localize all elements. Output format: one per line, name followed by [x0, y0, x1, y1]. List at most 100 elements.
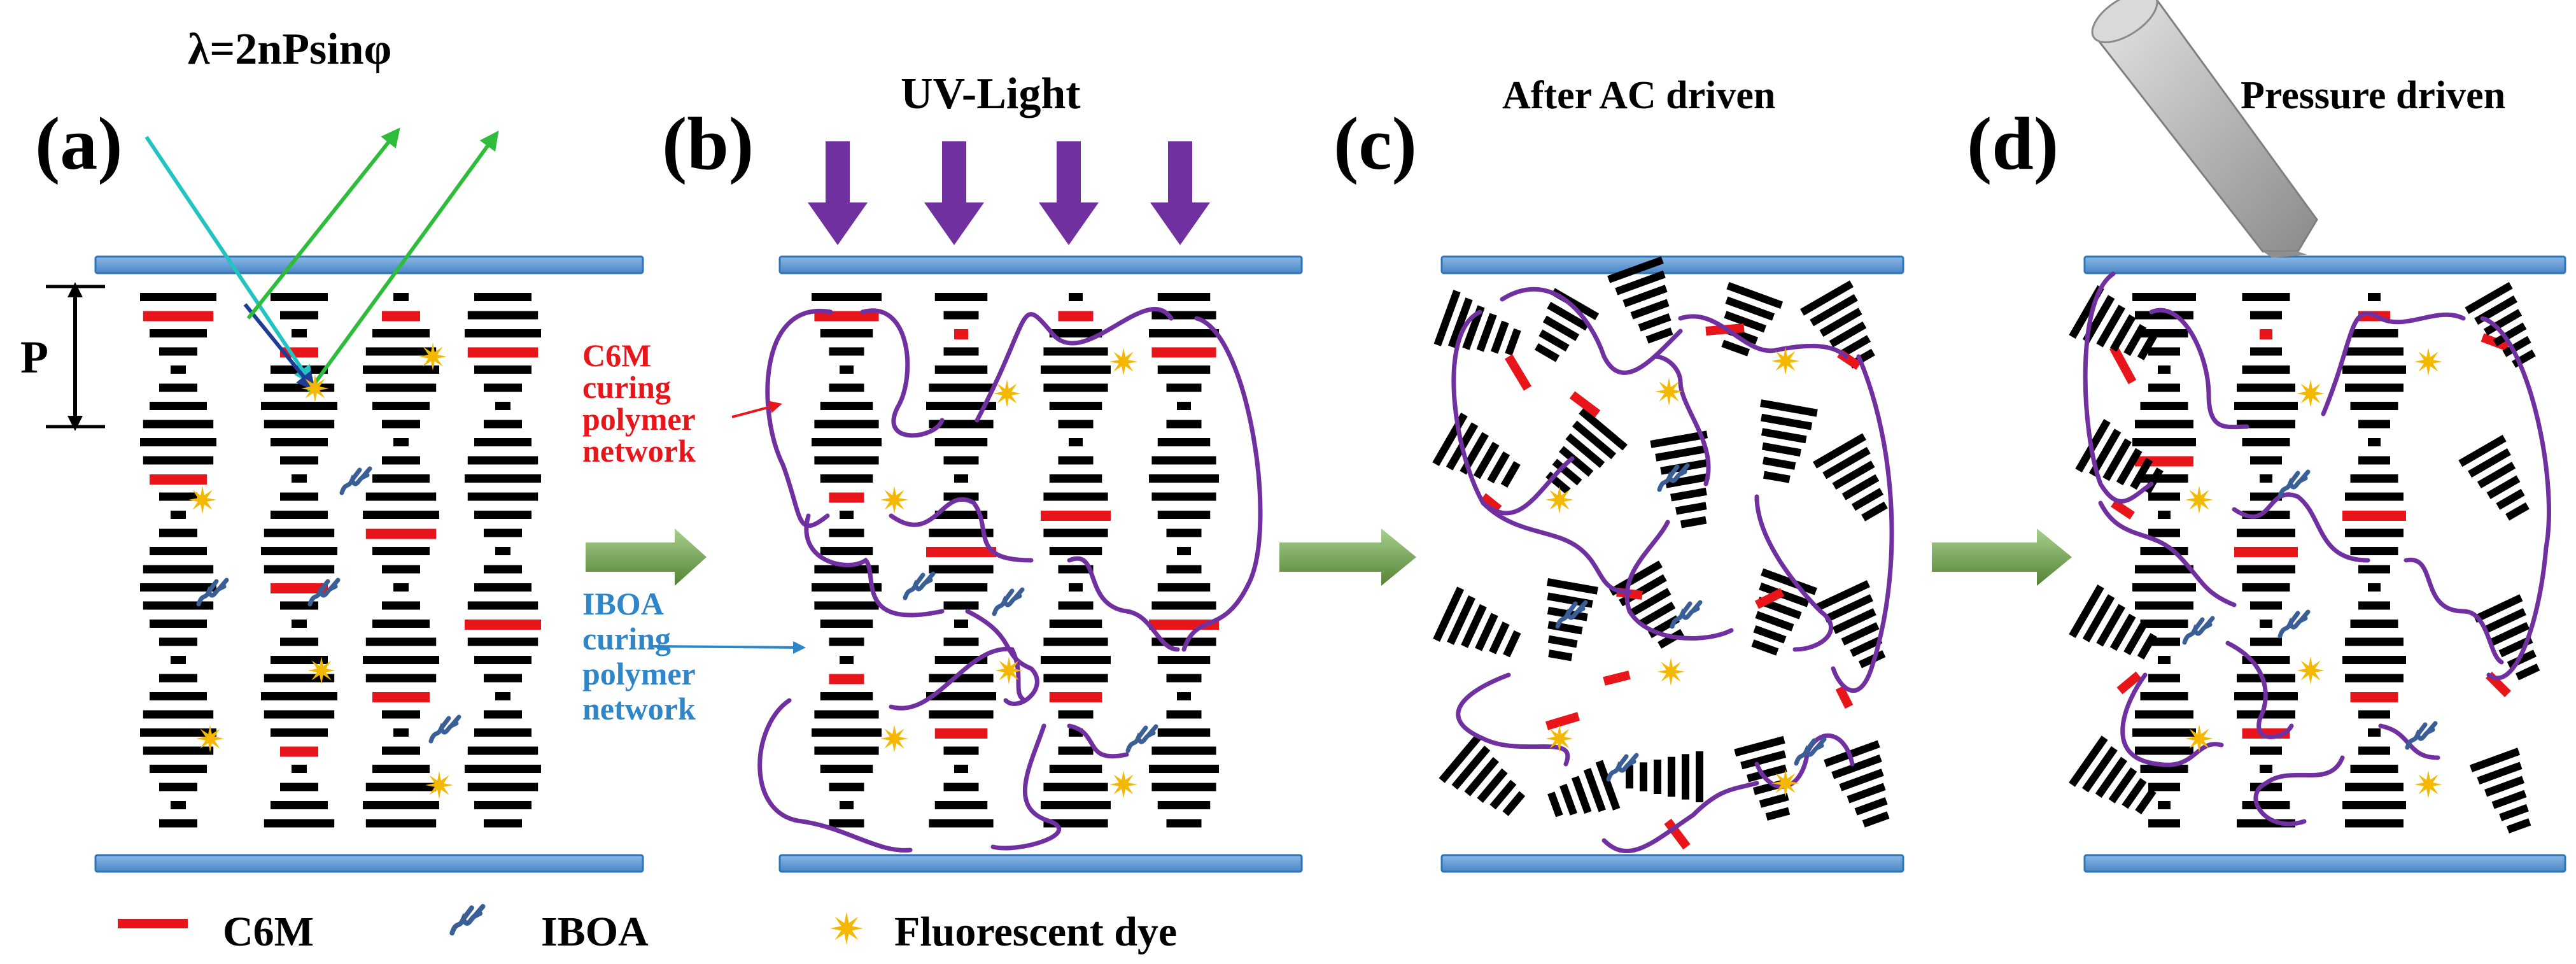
reflected-ray-1	[246, 127, 400, 320]
mesogen-layer	[1762, 442, 1801, 457]
mesogen-layer	[934, 293, 988, 301]
mesogen-layer	[474, 583, 531, 592]
mesogen-layer	[820, 620, 873, 628]
mesogen-layer	[382, 710, 420, 719]
mesogen-layer	[2498, 635, 2533, 658]
lc-domain	[2469, 748, 2531, 833]
mesogen-layer	[1579, 408, 1628, 451]
mesogen-layer	[2148, 674, 2180, 683]
mesogen-layer	[934, 511, 988, 519]
mesogen-layer	[393, 293, 409, 301]
mesogen-layer	[143, 746, 214, 755]
fluorescent-dye-icon	[1655, 378, 1683, 406]
mesogen-layer	[1800, 280, 1854, 316]
mesogen-layer	[1607, 256, 1664, 283]
top-substrate-b	[778, 255, 1303, 274]
mesogen-layer	[150, 765, 207, 773]
mesogen-layer	[1177, 402, 1191, 410]
mesogen-layer	[363, 511, 439, 519]
mesogen-layer	[929, 383, 994, 392]
mesogen-layer	[2358, 420, 2390, 429]
mesogen-layer	[1041, 365, 1111, 374]
mesogen-layer	[2237, 565, 2295, 574]
mesogen-layer	[1721, 339, 1750, 357]
mesogen-layer	[2135, 788, 2157, 815]
mesogen-layer	[812, 583, 882, 592]
mesogen-layer	[467, 492, 538, 501]
mesogen-layer	[829, 783, 864, 791]
mesogen-layer	[1765, 807, 1791, 821]
mesogen-layer	[2345, 674, 2404, 683]
mesogen-layer	[1503, 630, 1521, 658]
mesogen-layer	[2250, 601, 2282, 610]
fluorescent-dye-icon	[993, 379, 1021, 408]
mesogen-layer	[1157, 438, 1211, 446]
mesogen-layer	[159, 528, 197, 537]
mesogen-layer	[372, 402, 430, 410]
mesogen-layer	[840, 656, 854, 664]
mesogen-layer	[2345, 783, 2404, 791]
mesogen-layer	[2132, 728, 2196, 737]
mesogen-layer	[264, 420, 335, 429]
mesogen-layer	[2358, 456, 2390, 465]
mesogen-layer	[1451, 745, 1491, 790]
mesogen-layer	[1069, 583, 1083, 592]
mesogen-layer	[1628, 588, 1672, 617]
polymer-chain	[2120, 672, 2224, 767]
c6m-note-line-3: polymer	[582, 401, 696, 437]
mesogen-layer	[271, 438, 328, 446]
lc-domain	[1439, 734, 1526, 816]
polymer-chain	[889, 497, 1034, 563]
process-arrow-ab	[586, 528, 707, 586]
mesogen-layer	[2237, 420, 2295, 429]
mesogen-layer	[1755, 611, 1794, 632]
lc-domain	[1824, 740, 1890, 828]
polymer-chain	[2083, 271, 2154, 504]
stylus-icon	[2091, 0, 2318, 258]
c6m-molecule	[280, 746, 318, 757]
mesogen-layer	[1675, 502, 1707, 515]
fluorescent-dye-icon	[2185, 725, 2213, 753]
mesogen-layer	[1166, 565, 1202, 574]
mesogen-layer	[2123, 323, 2147, 357]
mesogen-layer	[943, 456, 979, 465]
iboa-molecule-icon	[1555, 600, 1588, 629]
mesogen-layer	[2358, 601, 2390, 610]
mesogen-layer	[934, 583, 988, 592]
mesogen-layer	[1069, 438, 1083, 446]
mesogen-layer	[1049, 402, 1102, 410]
lc-domain	[2473, 594, 2540, 681]
mesogen-layer	[2350, 765, 2398, 773]
iboa-molecule-icon	[2277, 609, 2311, 639]
mesogen-layer	[365, 347, 437, 356]
mesogen-layer	[2081, 746, 2118, 793]
mesogen-layer	[264, 528, 335, 537]
mesogen-layer	[1547, 791, 1563, 818]
mesogen-layer	[1638, 601, 1676, 628]
mesogen-layer	[1548, 649, 1573, 662]
polymer-chain	[2232, 492, 2370, 563]
c6m-molecule	[372, 692, 430, 702]
iboa-molecule-icon	[307, 578, 341, 607]
mesogen-layer	[2148, 819, 2180, 828]
mesogen-layer	[954, 620, 968, 628]
mesogen-layer	[2148, 347, 2180, 356]
uv-arrow-icon	[1150, 141, 1210, 245]
mesogen-layer	[2350, 329, 2398, 337]
mesogen-layer	[2515, 663, 2540, 681]
mesogen-layer	[1839, 769, 1884, 791]
mesogen-layer	[159, 347, 197, 356]
mesogen-layer	[1151, 456, 1216, 465]
mesogen-layer	[829, 819, 864, 828]
c6m-note-line-1: C6M	[582, 337, 651, 373]
mesogen-layer	[1832, 460, 1875, 490]
mesogen-layer	[2493, 322, 2527, 346]
mesogen-layer	[1824, 594, 1873, 623]
iboa-molecule-icon	[1657, 463, 1690, 492]
mesogen-layer	[1761, 428, 1807, 444]
polymer-chain	[2253, 755, 2345, 826]
mesogen-layer	[1761, 568, 1817, 595]
mesogen-layer	[484, 710, 522, 719]
mesogen-layer	[2350, 402, 2398, 410]
